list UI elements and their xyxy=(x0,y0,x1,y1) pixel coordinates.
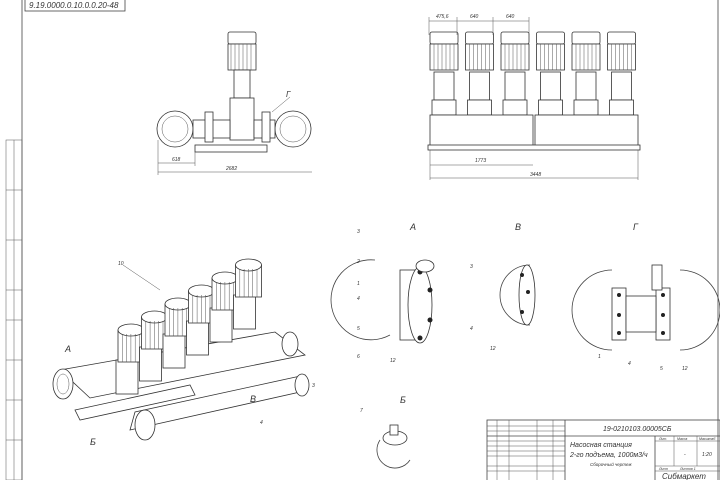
pump-base xyxy=(609,99,634,116)
sheet-label: Лист xyxy=(658,467,668,471)
motor-top xyxy=(500,31,530,45)
front-view: Г 618 2682 xyxy=(156,31,312,175)
detail-a-callout: 2 xyxy=(356,259,360,265)
dim-flange: 618 xyxy=(172,157,181,163)
pump-body xyxy=(504,71,526,101)
dim-top-total: 3448 xyxy=(530,172,541,178)
detail-a-title: А xyxy=(409,222,416,232)
sheets-label: Листов 1 xyxy=(679,467,696,471)
iso-label-b: Б xyxy=(90,437,96,447)
pump-body xyxy=(162,333,186,369)
iso-labels: А Б В 10 3 4 xyxy=(64,261,315,447)
detail-v-callout: 3 xyxy=(470,264,473,270)
pump-body xyxy=(433,71,455,101)
motor-top xyxy=(571,31,601,45)
motor-top xyxy=(465,31,494,45)
top-view xyxy=(427,31,641,151)
mass-value: - xyxy=(684,452,686,458)
motor-top xyxy=(536,31,565,45)
detail-v: В 3 4 12 xyxy=(470,222,536,352)
title-name-2: 2-го подъема, 1000м3/ч xyxy=(569,451,648,459)
motor-body xyxy=(536,43,565,71)
detail-a-callout: 4 xyxy=(357,296,360,302)
dim-first: 475,6 xyxy=(436,14,449,20)
iso-callout-4: 4 xyxy=(260,420,263,426)
detail-a-callout: 3 xyxy=(357,229,360,235)
motor-body xyxy=(465,43,494,71)
dim-pitch-1: 640 xyxy=(470,14,479,20)
dim-pitch-2: 640 xyxy=(506,14,515,20)
detail-a-callout: 1 xyxy=(357,281,360,287)
detail-g-callout: 5 xyxy=(660,366,663,372)
dim-front-total: 2682 xyxy=(225,166,237,172)
detail-v-callout: 4 xyxy=(470,326,473,332)
col-mass: Масса xyxy=(677,437,687,441)
isometric-view xyxy=(52,258,310,441)
iso-callout-10: 10 xyxy=(118,261,124,267)
iso-label-v: В xyxy=(250,394,256,404)
top-stamp: 9.19.0000.0.10.0.0.20-48 xyxy=(29,1,119,10)
detail-b-callout: 7 xyxy=(360,408,363,414)
front-view-label: Г xyxy=(286,90,291,99)
col-scale: Масштаб xyxy=(699,437,716,441)
detail-b: Б 7 xyxy=(360,395,411,469)
org-name: Сибмаркет xyxy=(662,472,706,480)
header-pipe-left xyxy=(429,114,534,148)
pump-body xyxy=(186,320,209,356)
top-view-dims: 475,6 640 640 1773 3448 xyxy=(428,14,639,180)
col-lit: Лит. xyxy=(658,437,667,441)
detail-a: А 3 2 1 4 5 6 12 xyxy=(330,222,435,364)
doc-type: Сборочный чертеж xyxy=(590,461,632,467)
header-pipe-right xyxy=(534,114,639,148)
scale-value: 1:20 xyxy=(702,452,712,458)
detail-a-callout: 12 xyxy=(390,358,396,364)
detail-b-title: Б xyxy=(400,395,406,405)
pump-base xyxy=(467,99,492,116)
title-block: 19-0210103.00005СБ Насосная станция 2-го… xyxy=(486,419,720,480)
pump-body xyxy=(611,71,632,101)
detail-v-callout: 12 xyxy=(490,346,496,352)
doc-number: 19-0210103.00005СБ xyxy=(603,426,672,433)
detail-g: Г 1 4 5 12 xyxy=(571,222,720,372)
pump-body xyxy=(469,71,490,101)
iso-label-a: А xyxy=(64,344,71,354)
detail-g-callout: 4 xyxy=(628,361,631,367)
iso-callout-3: 3 xyxy=(312,383,315,389)
pump-body xyxy=(209,307,233,343)
pump-body xyxy=(115,359,139,395)
detail-g-callout: 12 xyxy=(682,366,688,372)
pump-base xyxy=(502,99,528,116)
pump-body xyxy=(139,346,162,382)
motor-body xyxy=(607,43,636,71)
dim-half: 1773 xyxy=(475,158,486,164)
pump-body xyxy=(540,71,561,101)
base-frame xyxy=(427,144,641,151)
pump-base xyxy=(538,99,563,116)
motor-body xyxy=(571,43,601,71)
pump-body xyxy=(575,71,597,101)
title-name-1: Насосная станция xyxy=(570,442,632,449)
detail-a-callout: 5 xyxy=(357,326,360,332)
detail-g-title: Г xyxy=(633,222,639,232)
detail-g-callout: 1 xyxy=(598,354,601,360)
motor-top xyxy=(429,31,459,45)
motor-body xyxy=(500,43,530,71)
sheet-frame: 9.19.0000.0.10.0.0.20-48 xyxy=(5,0,719,480)
motor-body xyxy=(429,43,459,71)
motor-top xyxy=(607,31,636,45)
pump-base xyxy=(431,99,457,116)
detail-a-callout: 6 xyxy=(357,354,360,360)
pump-base xyxy=(573,99,599,116)
pump-body xyxy=(233,294,256,330)
detail-v-title: В xyxy=(515,222,521,232)
